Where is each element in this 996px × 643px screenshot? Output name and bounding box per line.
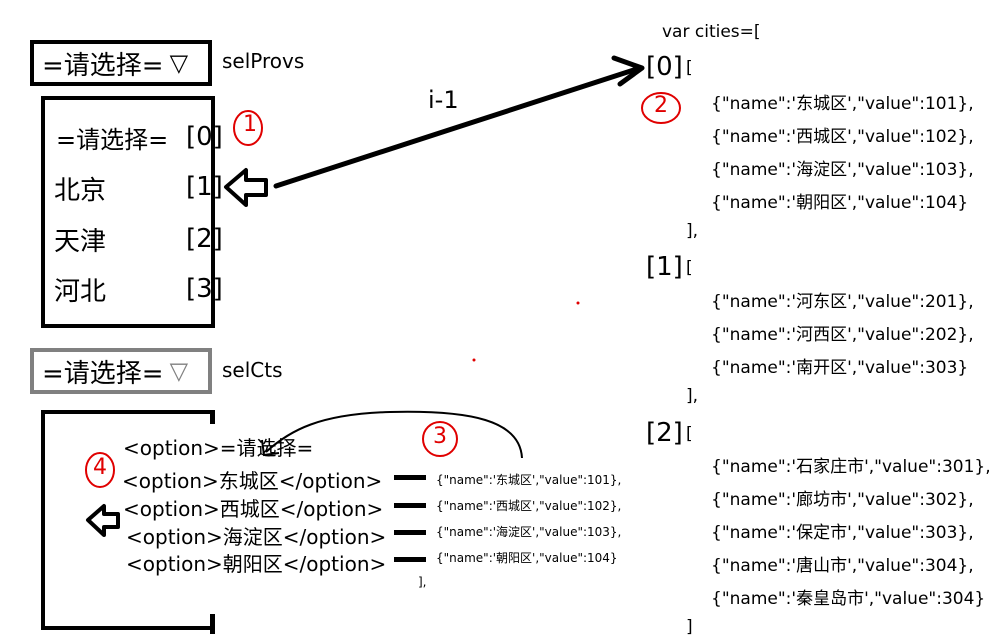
box-edge [210, 410, 215, 424]
code-header: var cities=[ [662, 22, 761, 42]
sel-provs-name: selProvs [222, 49, 305, 73]
small-close: ], [418, 575, 427, 589]
curve-arrow [265, 410, 523, 459]
group0-item-0: {"name":'东城区',"value":101}, [711, 94, 974, 114]
city-option-4[interactable]: <option>朝阳区</option> [126, 552, 387, 576]
connector-bar [394, 503, 426, 508]
annotation-2: 2 [654, 93, 668, 118]
group1-item-1: {"name":'河西区',"value":202}, [711, 325, 974, 345]
group1-item-2: {"name":'南开区',"value":303} [711, 358, 969, 378]
city-option-2[interactable]: <option>西城区</option> [123, 497, 384, 521]
group-open-1: [ [686, 258, 693, 278]
circle-3 [422, 421, 458, 457]
city-option-1[interactable]: <option>东城区</option> [122, 469, 383, 493]
group-index-2: [2] [646, 418, 683, 448]
group0-item-1: {"name":'西城区',"value":102}, [711, 127, 974, 147]
prov-index-0: [0] [186, 122, 223, 152]
connector-bar [394, 475, 426, 480]
group2-item-4: {"name":'秦皇岛市',"value":304} [711, 589, 986, 609]
city-option-3[interactable]: <option>海淀区</option> [126, 525, 387, 549]
prov-option-1[interactable]: 北京 [54, 176, 107, 206]
group2-item-2: {"name":'保定市',"value":303}, [711, 523, 974, 543]
circle-2 [641, 92, 681, 124]
sel-provs-select[interactable]: =请选择= ▽ [30, 40, 212, 86]
connector-bar [394, 557, 426, 562]
sel-cts-label: =请选择= [42, 358, 164, 389]
group2-item-3: {"name":'唐山市',"value":304}, [711, 556, 974, 576]
city-options-box [41, 410, 215, 630]
prov-index-3: [3] [186, 274, 223, 304]
annotation-3: 3 [433, 424, 447, 449]
circle-1 [233, 110, 263, 146]
prov-option-2[interactable]: 天津 [54, 227, 107, 257]
index-arrow-head [611, 55, 645, 87]
small-item-0: {"name":'东城区',"value":101}, [436, 473, 622, 487]
sel-cts-select[interactable]: =请选择= ▽ [30, 348, 212, 394]
prov-option-0[interactable]: =请选择= [56, 126, 169, 154]
arrow-label: i-1 [428, 86, 459, 114]
box-edge [210, 614, 215, 634]
prov-options-list [41, 96, 215, 328]
circle-4 [85, 452, 115, 488]
dropdown-arrow-icon: ▽ [169, 357, 189, 385]
connector-bar [394, 530, 426, 535]
group-close-1: ], [686, 386, 699, 406]
group-open-0: [ [686, 58, 693, 78]
group0-item-3: {"name":'朝阳区',"value":104} [711, 193, 969, 213]
annotation-1: 1 [243, 112, 257, 137]
group-index-1: [1] [646, 252, 683, 282]
red-dot [472, 358, 476, 362]
group2-item-0: {"name":'石家庄市',"value":301}, [711, 457, 991, 477]
small-item-3: {"name":'朝阳区',"value":104} [436, 551, 618, 565]
sel-provs-label: =请选择= [42, 50, 164, 81]
dropdown-arrow-icon: ▽ [169, 49, 189, 77]
index-arrow-line [273, 65, 643, 189]
hollow-arrow-icon [86, 504, 120, 537]
annotation-4: 4 [93, 455, 107, 480]
group1-item-0: {"name":'河东区',"value":201}, [711, 292, 974, 312]
small-item-1: {"name":'西城区',"value":102}, [436, 499, 622, 513]
hollow-arrow-icon [224, 168, 268, 207]
group-open-2: [ [686, 424, 693, 444]
prov-option-3[interactable]: 河北 [54, 277, 107, 307]
group-index-0: [0] [646, 52, 683, 82]
prov-index-1: [1] [186, 172, 223, 202]
small-item-2: {"name":'海淀区',"value":103}, [436, 525, 622, 539]
group-close-2: ] [686, 617, 693, 637]
sel-cts-name: selCts [222, 358, 283, 382]
prov-index-2: [2] [186, 224, 223, 254]
red-dot [576, 301, 580, 305]
group0-item-2: {"name":'海淀区',"value":103}, [711, 160, 974, 180]
group2-item-1: {"name":'廊坊市',"value":302}, [711, 490, 974, 510]
curve-arrow-head [261, 439, 280, 457]
group-close-0: ], [686, 221, 699, 241]
